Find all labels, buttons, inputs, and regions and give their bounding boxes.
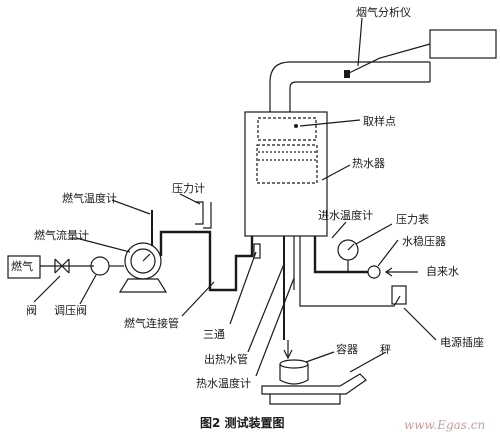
scale-base (269, 394, 341, 405)
label-pressure-gauge: 压力表 (396, 213, 429, 226)
gas-flow-meter-base (118, 278, 168, 293)
label-hot-water-outlet: 出热水管 (204, 353, 248, 366)
container-top (279, 359, 309, 369)
sampling-point-leader (299, 119, 361, 127)
scale-platform (261, 373, 367, 395)
heater-burner-window (257, 117, 317, 141)
gas-flow-meter-inner (130, 248, 156, 274)
water-heater-leader (321, 164, 351, 181)
label-inlet-water-temp-meter: 进水温度计 (318, 209, 373, 222)
label-gas-temp-meter: 燃气温度计 (62, 192, 117, 205)
label-gas-analyzer: 烟气分析仪 (356, 6, 411, 19)
label-valve: 阀 (26, 304, 37, 317)
analyzer-leader (357, 17, 363, 67)
hot-water-temp-leader (255, 277, 295, 377)
tee-fitting (253, 243, 261, 259)
pressure-reg-valve-leader (79, 274, 97, 305)
label-gas-flow-meter: 燃气流量计 (34, 229, 89, 242)
heater-heat-exchanger (256, 144, 318, 184)
label-pressure-reg-valve: 调压阀 (54, 304, 87, 317)
label-gas-connection-pipe: 燃气连接管 (124, 317, 179, 330)
label-gas: 燃气 (11, 260, 33, 273)
scale-leader (349, 351, 387, 373)
label-power-socket: 电源插座 (440, 336, 484, 349)
water-stabilizer (367, 265, 381, 279)
valve-leader (33, 275, 61, 303)
label-water-stabilizer: 水稳压器 (402, 235, 446, 248)
gas-connection-line (159, 230, 254, 292)
water-stabilizer-leader (377, 239, 399, 267)
pressure-gauge-leader (355, 223, 393, 245)
water-heater-body (244, 111, 328, 237)
power-cord (299, 236, 401, 307)
gas-temp-meter-leader (111, 199, 151, 215)
label-sampling-point: 取样点 (363, 115, 396, 128)
valve-symbol (54, 258, 70, 274)
pressure-meter-leader (179, 193, 201, 205)
sampling-point-dot (294, 124, 298, 128)
tee-leader (229, 251, 257, 325)
label-container: 容器 (336, 343, 358, 356)
watermark: www.Egas.cn (404, 418, 486, 432)
drop-arrowhead (283, 349, 293, 360)
pressure-gauge-needle (347, 243, 355, 251)
label-scale: 秤 (380, 343, 391, 356)
gas-flow-meter-leader (75, 237, 131, 253)
sampling-probe (344, 70, 350, 78)
meter-needle (142, 253, 151, 262)
cold-water-inlet-line (313, 236, 368, 274)
sampling-probe-line (346, 43, 431, 75)
power-socket (391, 285, 407, 305)
figure-caption: 图2 测试装置图 (200, 416, 285, 430)
label-tap-water: 自来水 (426, 265, 459, 278)
gas-analyzer-box (429, 29, 497, 59)
gas-connection-pipe-leader (181, 281, 215, 317)
hot-water-outlet-leader (247, 263, 285, 353)
flue-duct (269, 61, 430, 112)
inlet-temp-leader (331, 221, 347, 239)
tap-water-arrow (384, 267, 418, 277)
pressure-meter-tube (195, 201, 212, 229)
label-pressure-meter: 压力计 (172, 182, 205, 195)
container-leader (305, 351, 335, 363)
gas-source-box (7, 255, 41, 279)
power-socket-leader (403, 307, 437, 341)
label-hot-water-temp-meter: 热水温度计 (196, 377, 251, 390)
label-water-heater: 热水器 (352, 157, 385, 170)
label-tee: 三通 (203, 328, 225, 341)
container-body (279, 364, 309, 385)
